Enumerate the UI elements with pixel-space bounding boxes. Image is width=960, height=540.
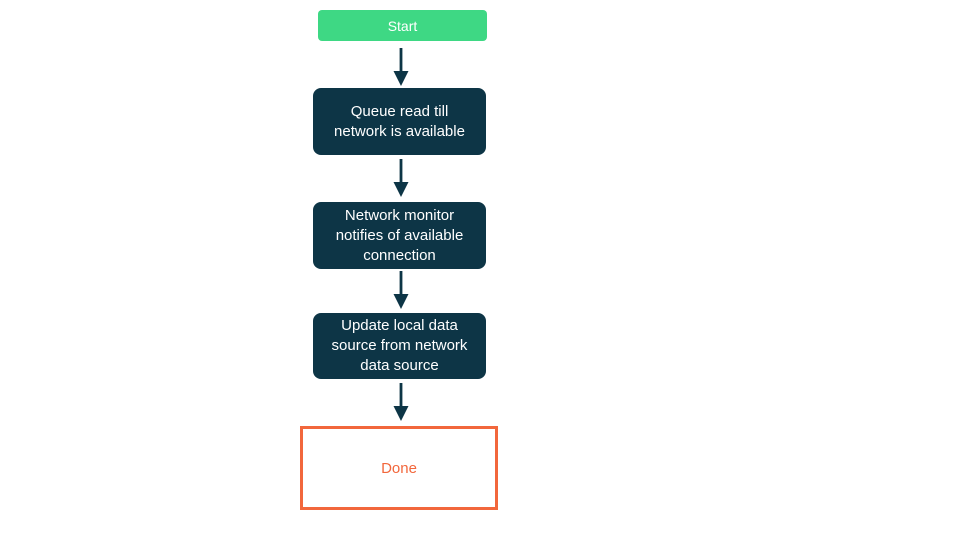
down-arrow-icon [393, 383, 409, 421]
start-label: Start [387, 17, 418, 34]
flow-node-update-local-data: Update local data source from network da… [313, 313, 486, 379]
flow-node-done: Done [300, 426, 498, 510]
flow-node-network-monitor: Network monitor notifies of available co… [313, 202, 486, 269]
down-arrow-icon [393, 48, 409, 86]
done-label: Done [381, 459, 417, 477]
step-label-line: Network monitor [344, 206, 455, 224]
step-label-line: notifies of available [335, 226, 464, 244]
step-label-line: connection [363, 246, 436, 264]
down-arrow-icon [393, 271, 409, 309]
step-label-line: data source [360, 357, 439, 374]
down-arrow-icon [393, 159, 409, 197]
step-label-line: Update local data [341, 317, 458, 334]
flow-node-queue-read: Queue read till network is available [313, 88, 486, 155]
flow-node-start: Start [318, 10, 487, 41]
step-label-line: source from network [331, 337, 468, 354]
step-label-line: network is available [334, 122, 465, 140]
step-label-line: Queue read till [350, 102, 449, 120]
